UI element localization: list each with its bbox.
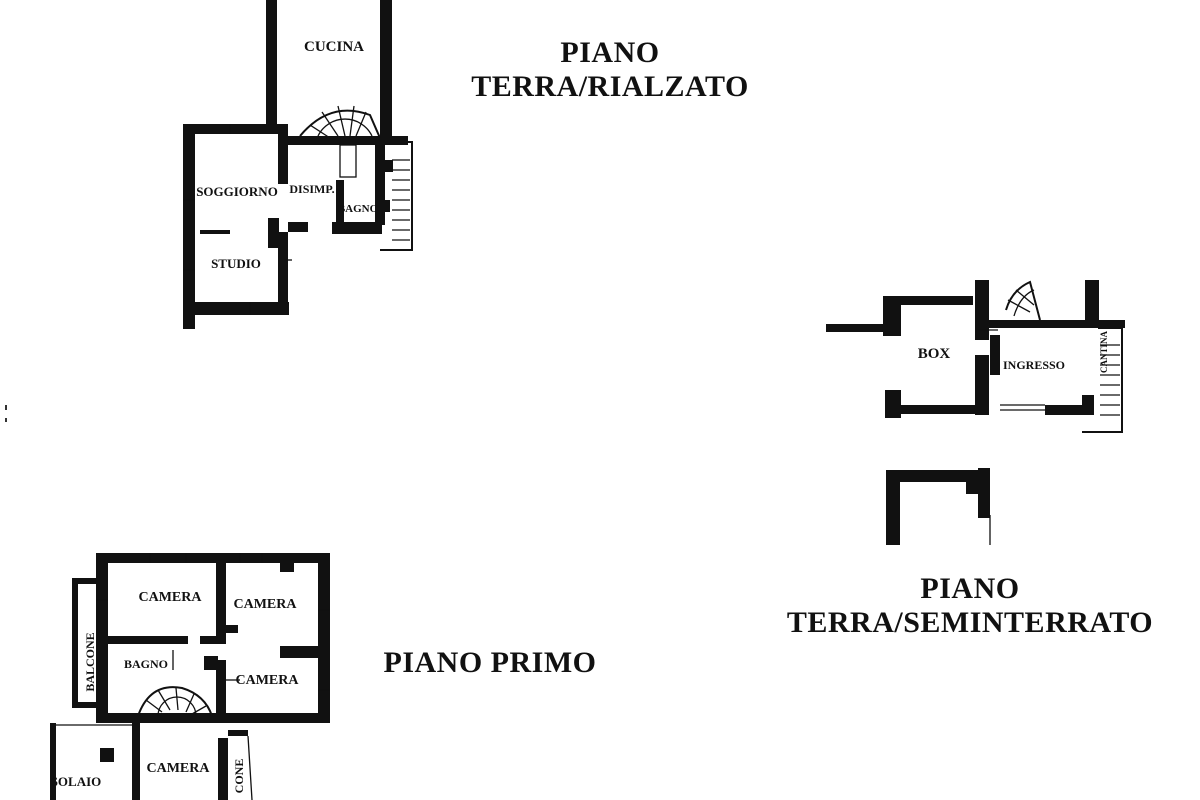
label-bagno: BAGNO <box>124 657 168 671</box>
title-line: PIANO PRIMO <box>383 646 597 679</box>
scan-marks <box>5 405 7 422</box>
plan-first-floor: CAMERA CAMERA CAMERA BAGNO BALCONE SOLAI… <box>50 553 330 800</box>
title-piano-terra-seminterrato: PIANO TERRA/SEMINTERRATO <box>760 572 1180 640</box>
label-camera-s: CAMERA <box>147 761 211 776</box>
label-box: BOX <box>918 346 951 362</box>
label-camera-nw: CAMERA <box>139 590 203 605</box>
title-line-2: TERRA/RIALZATO <box>471 70 749 103</box>
title-piano-primo: PIANO PRIMO <box>340 646 640 680</box>
label-ingresso: INGRESSO <box>1003 358 1065 372</box>
label-disimp: DISIMP. <box>289 182 334 196</box>
label-cucina: CUCINA <box>304 39 364 55</box>
label-bagno: BAGNO <box>338 203 379 215</box>
label-soggiorno: SOGGIORNO <box>196 184 278 199</box>
title-line-2: TERRA/SEMINTERRATO <box>786 606 1154 639</box>
label-balcone: BALCONE <box>83 632 97 691</box>
label-cone: CONE <box>232 759 246 794</box>
label-studio: STUDIO <box>211 256 261 271</box>
label-solaio: SOLAIO <box>51 774 102 789</box>
title-line-1: PIANO <box>920 572 1020 605</box>
plan-ground-raised: CUCINA SOGGIORNO DISIMP. BAGNO STUDIO <box>183 0 413 329</box>
label-cantina: CANTINA <box>1099 331 1109 374</box>
label-camera-e: CAMERA <box>236 673 300 688</box>
plan-ground-basement: BOX INGRESSO CANTINA <box>826 280 1125 545</box>
title-piano-terra-rialzato: PIANO TERRA/RIALZATO <box>440 36 780 104</box>
label-camera-ne: CAMERA <box>234 597 298 612</box>
title-line-1: PIANO <box>560 36 660 69</box>
